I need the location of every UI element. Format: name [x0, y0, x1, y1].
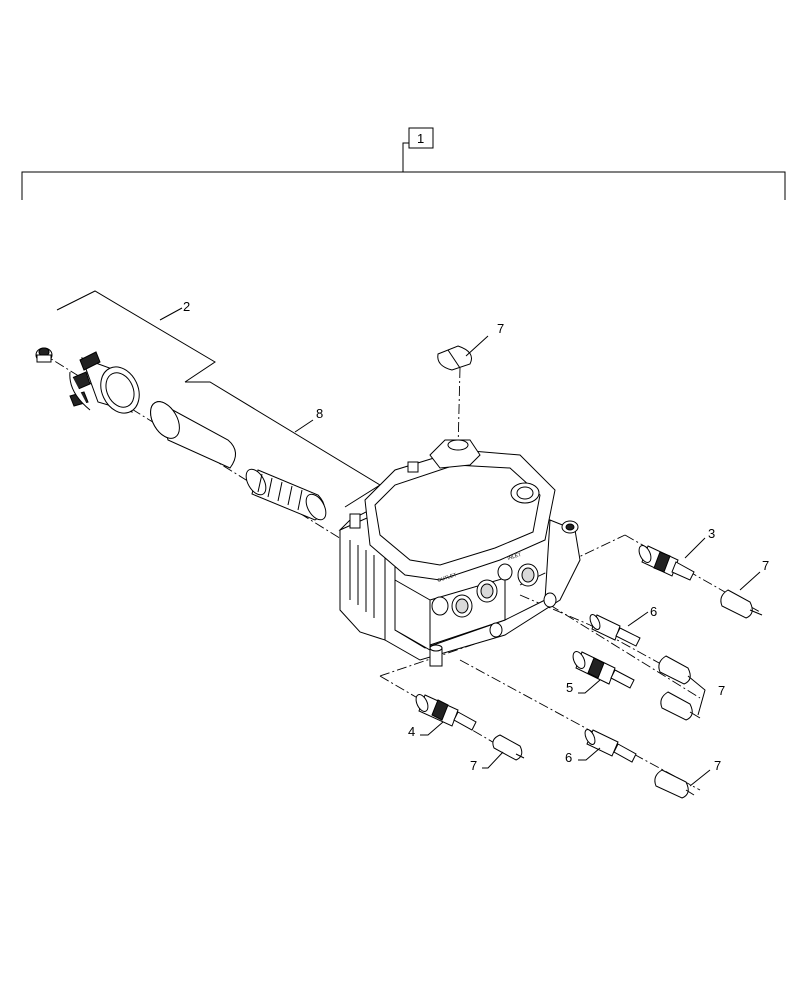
item-8-bracket — [185, 381, 381, 508]
top-cap-part — [437, 345, 472, 371]
callout-7-top[interactable]: 7 — [497, 321, 504, 336]
fitting-5-part — [572, 651, 635, 689]
fitting-6-upper-part — [589, 614, 641, 647]
callout-7-right-mid[interactable]: 7 — [718, 683, 725, 698]
callout-5[interactable]: 5 — [566, 680, 573, 695]
callout-7-lower-left[interactable]: 7 — [470, 758, 477, 773]
cap-7-right-part — [720, 589, 763, 619]
valve-body-part — [338, 439, 581, 667]
fitting-3-part — [638, 545, 695, 581]
inlet-marking: INLET — [507, 552, 522, 562]
callout-2[interactable]: 2 — [183, 299, 190, 314]
end-cap-part — [35, 347, 53, 363]
item-2-bracket — [56, 290, 216, 383]
filter-sleeve-part — [150, 401, 236, 469]
assembly-bracket — [21, 127, 786, 200]
castle-nut-part — [69, 351, 140, 414]
callout-6-upper[interactable]: 6 — [650, 604, 657, 619]
callout-4[interactable]: 4 — [408, 724, 415, 739]
callout-6-lower[interactable]: 6 — [565, 750, 572, 765]
callout-1[interactable]: 1 — [417, 131, 424, 146]
cap-7-lower-right-part — [654, 769, 695, 799]
cap-7-lower-left-part — [492, 734, 525, 761]
fitting-6-lower-part — [584, 729, 637, 763]
callout-7-right-top[interactable]: 7 — [762, 558, 769, 573]
callout-3[interactable]: 3 — [708, 526, 715, 541]
outlet-marking: OUTLET — [437, 572, 458, 584]
callout-7-lower-right[interactable]: 7 — [714, 758, 721, 773]
callout-8[interactable]: 8 — [316, 406, 323, 421]
fitting-4-part — [415, 694, 477, 731]
filter-cartridge-part — [245, 468, 327, 521]
cap-7-middle-part — [658, 655, 701, 721]
